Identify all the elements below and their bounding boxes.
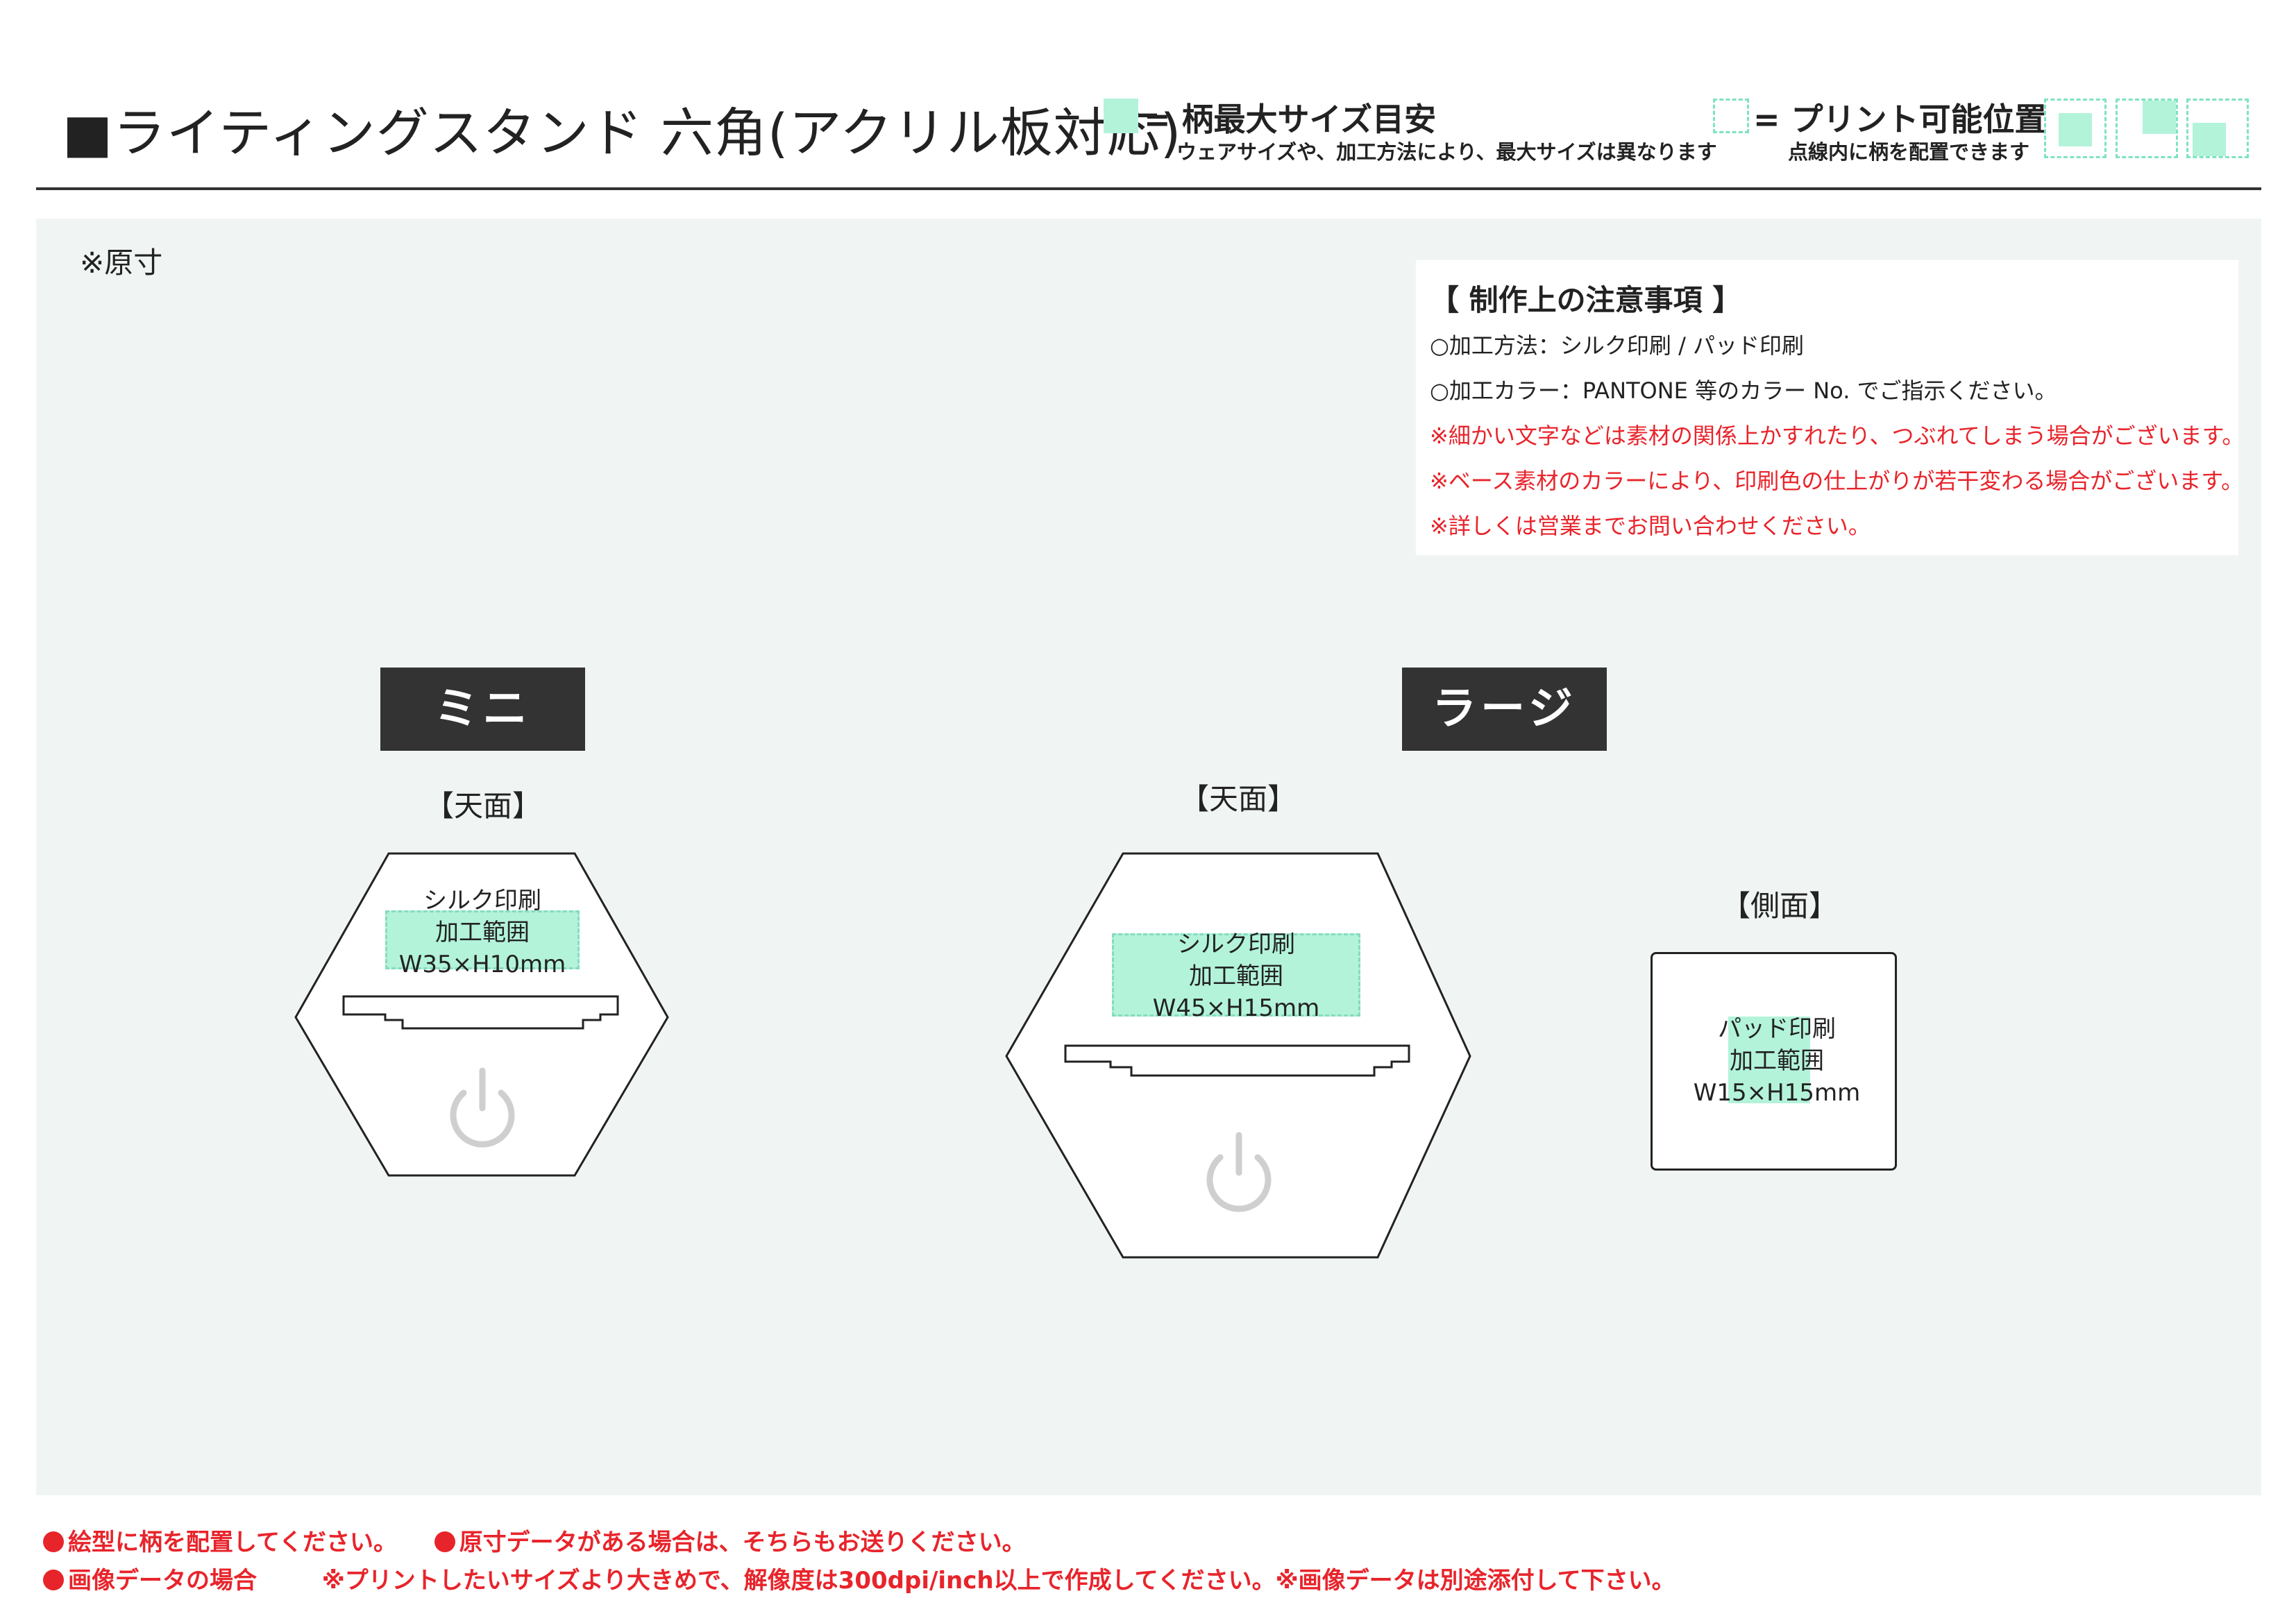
notes-warning: ※ベース素材のカラーにより、印刷色の仕上がりが若干変わる場合がございます。 [1430, 468, 2244, 494]
print-position-legend-note: 点線内に柄を配置できます [1788, 140, 2030, 164]
large-badge: ラージ [1402, 668, 1607, 751]
mini-badge: ミニ [380, 668, 585, 751]
placement-example-top-right [2116, 99, 2178, 158]
bullet-icon [43, 1570, 64, 1590]
print-position-swatch [1713, 99, 1749, 133]
footer-line-2: 画像データの場合 ※プリントしたいサイズより大きめで、解像度は300dpi/in… [43, 1561, 1675, 1595]
large-print-area-label: シルク印刷 加工範囲 W45×H15mm [1152, 931, 1320, 1022]
max-size-legend-note: ウェアサイズや、加工方法により、最大サイズは異なります [1176, 140, 1717, 164]
print-position-legend-title: = プリント可能位置 [1753, 101, 2047, 138]
footer-line-1: 絵型に柄を配置してください。 原寸データがある場合は、そちらもお送りください。 [43, 1523, 1026, 1557]
mini-print-area [385, 910, 580, 969]
power-icon [1206, 1132, 1272, 1212]
notes-heading: 【 制作上の注意事項 】 [1430, 283, 1742, 317]
placement-example-bottom-right [2186, 99, 2249, 158]
scale-note: ※原寸 [80, 246, 163, 280]
large-top-view-label: 【天面】 [1180, 782, 1297, 816]
notes-color: ○加工カラー：PANTONE 等のカラー No. でご指示ください。 [1430, 377, 2057, 404]
production-notes: 【 制作上の注意事項 】 ○加工方法：シルク印刷 / パッド印刷 ○加工カラー：… [1416, 260, 2244, 555]
notes-warning: ※細かい文字などは素材の関係上かすれたり、つぶれてしまう場合がございます。 [1430, 423, 2245, 449]
max-size-legend-title: = 柄最大サイズ目安 [1144, 101, 1437, 138]
mini-print-area-label: シルク印刷 加工範囲 W35×H10mm [398, 887, 566, 978]
notes-method: ○加工方法：シルク印刷 / パッド印刷 [1430, 332, 1805, 359]
header-divider [36, 187, 2261, 190]
page-title: ■ライティングスタンド 六角(アクリル板対応) [62, 102, 1182, 164]
side-print-area-label: パッド印刷 加工範囲 W15×H15mm [1693, 1015, 1861, 1107]
bullet-icon [43, 1531, 64, 1552]
bullet-icon [434, 1531, 455, 1552]
max-size-swatch [1104, 99, 1138, 133]
side-print-area [1728, 1017, 1810, 1103]
placement-example-center [2044, 99, 2107, 158]
large-print-area [1112, 933, 1360, 1017]
mini-top-view-label: 【天面】 [425, 789, 542, 823]
side-view-label: 【側面】 [1721, 889, 1839, 923]
notes-warning: ※詳しくは営業までお問い合わせください。 [1430, 513, 1871, 539]
power-icon [450, 1067, 515, 1148]
